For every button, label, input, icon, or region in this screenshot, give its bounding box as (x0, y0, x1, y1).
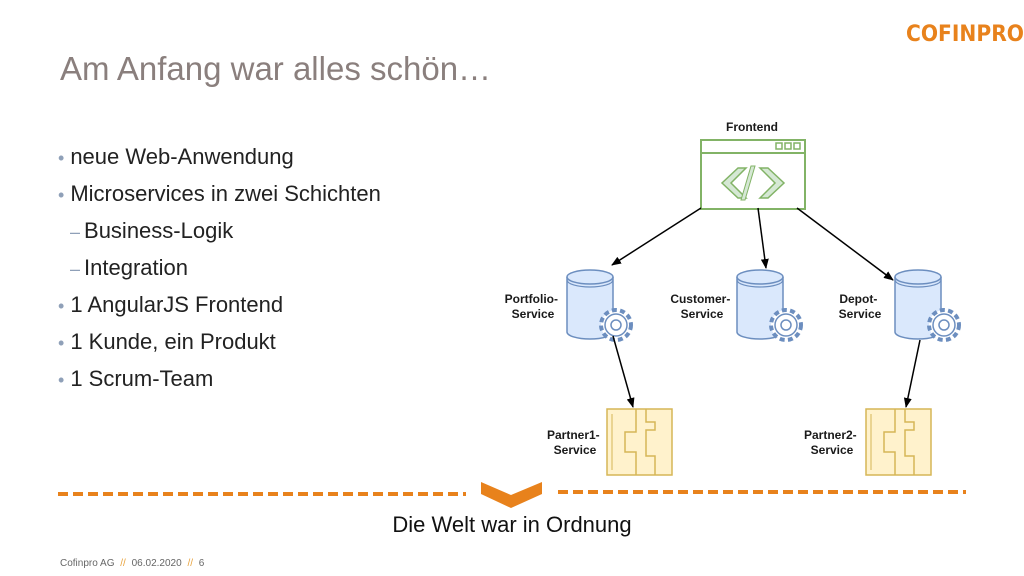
bullet-text: Integration (84, 255, 188, 280)
database-gear-icon (894, 269, 961, 342)
arrow-portfolio-partner1 (612, 335, 635, 408)
arrow-frontend-portfolio (611, 207, 702, 266)
slide-caption: Die Welt war in Ordnung (392, 512, 632, 537)
partner1-service-label: Partner1- Service (547, 428, 603, 457)
partner2-service-label: Partner2- Service (804, 428, 860, 457)
slide-title: Am Anfang war alles schön… (60, 50, 492, 87)
dash-marker: – (70, 222, 81, 242)
footer-date: 06.02.2020 (131, 558, 182, 569)
footer-separator: // (187, 558, 194, 569)
depot-service-label: Depot- Service (839, 292, 882, 321)
frontend-label: Frontend (726, 120, 778, 134)
bullet-text: Business-Logik (84, 218, 234, 243)
footer-page-number: 6 (198, 558, 205, 569)
bullet-item: •1 Kunde, ein Produkt (58, 323, 381, 360)
footer-company: Cofinpro AG (60, 558, 115, 569)
arrow-frontend-customer (757, 207, 769, 269)
database-gear-icon (566, 269, 633, 342)
sub-bullet-item: –Integration (58, 249, 381, 286)
database-gear-icon (736, 269, 803, 342)
customer-service-label: Customer- Service (670, 292, 733, 321)
bullet-marker: • (58, 185, 65, 205)
bullet-list: •neue Web-Anwendung •Microservices in zw… (58, 138, 381, 397)
bullet-text: 1 Kunde, ein Produkt (70, 329, 276, 354)
dash-marker: – (70, 259, 81, 279)
sub-bullet-item: –Business-Logik (58, 212, 381, 249)
arrow-depot-partner2 (903, 339, 921, 408)
footer: Cofinpro AG // 06.02.2020 // 6 (60, 558, 204, 569)
bullet-marker: • (58, 333, 65, 353)
portfolio-service-label: Portfolio- Service (505, 292, 562, 321)
bullet-marker: • (58, 370, 65, 390)
chevron-down-icon (481, 482, 542, 508)
bullet-marker: • (58, 148, 65, 168)
integration-bracket-icon (865, 408, 932, 476)
bullet-item: •1 AngularJS Frontend (58, 286, 381, 323)
bullet-text: Microservices in zwei Schichten (70, 181, 381, 206)
bullet-text: neue Web-Anwendung (70, 144, 294, 169)
bullet-item: •neue Web-Anwendung (58, 138, 381, 175)
bullet-item: •1 Scrum-Team (58, 360, 381, 397)
bullet-marker: • (58, 296, 65, 316)
integration-bracket-icon (606, 408, 673, 476)
browser-code-icon (700, 139, 806, 210)
cofinpro-logo: COFINPRO (906, 22, 1024, 47)
arrow-frontend-depot (796, 207, 894, 281)
footer-separator: // (120, 558, 126, 569)
bullet-text: 1 AngularJS Frontend (70, 292, 284, 317)
bullet-text: 1 Scrum-Team (70, 366, 214, 391)
bullet-item: •Microservices in zwei Schichten (58, 175, 381, 212)
